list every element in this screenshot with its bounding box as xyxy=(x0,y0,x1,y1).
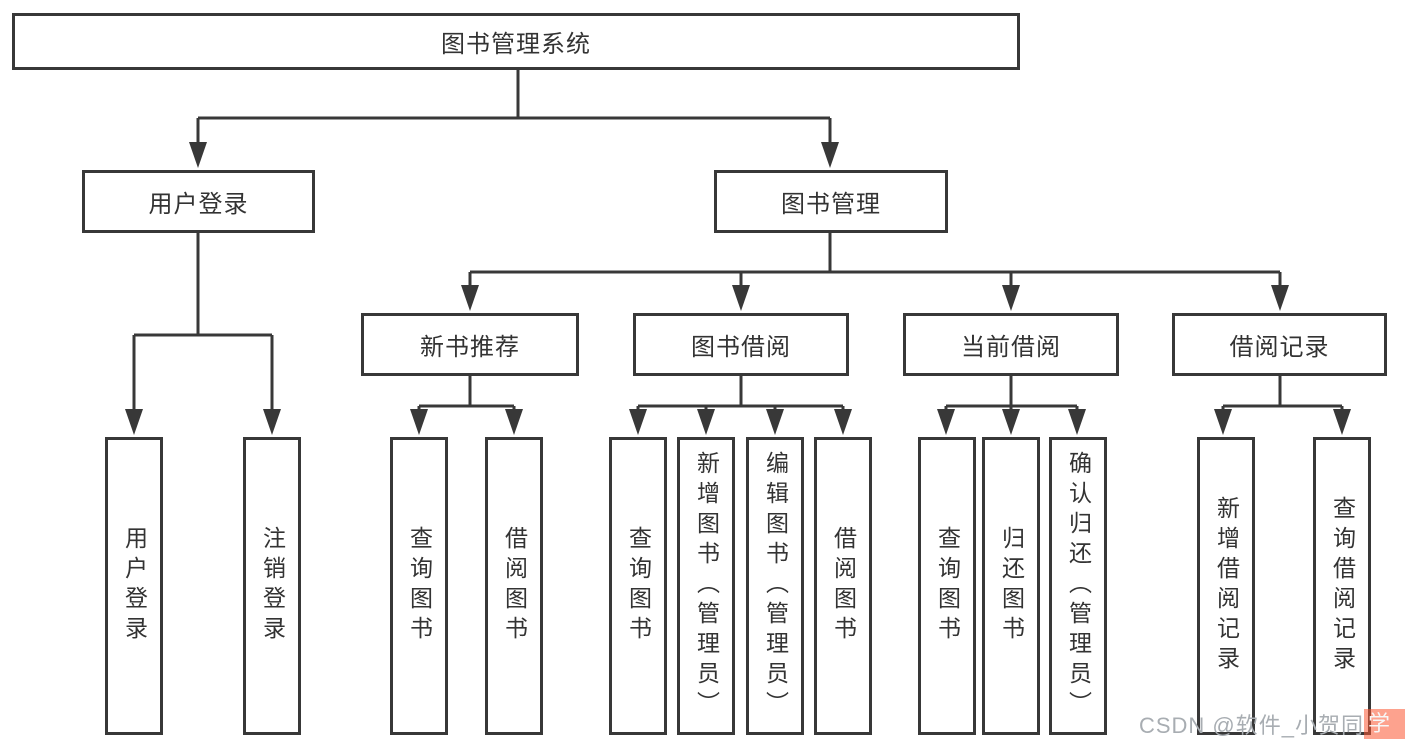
node-current-borrowing: 当前借阅 xyxy=(903,313,1119,376)
leaf-add-books-admin-label: 新增图书（管理员） xyxy=(693,451,720,721)
leaf-confirm-return-admin-label: 确认归还（管理员） xyxy=(1065,451,1092,721)
node-book-management: 图书管理 xyxy=(714,170,948,233)
leaf-query-borrow-record-label: 查询借阅记录 xyxy=(1329,496,1356,676)
leaf-borrowing-query-books-label: 查询图书 xyxy=(625,526,652,646)
node-borrow-records-label: 借阅记录 xyxy=(1229,334,1330,361)
leaf-edit-books-admin: 编辑图书（管理员） xyxy=(746,437,804,735)
leaf-confirm-return-admin: 确认归还（管理员） xyxy=(1049,437,1107,735)
leaf-add-books-admin: 新增图书（管理员） xyxy=(677,437,735,735)
leaf-borrowing-query-books: 查询图书 xyxy=(609,437,667,735)
csdn-watermark-text: CSDN @软件_小贺同 xyxy=(1138,713,1364,738)
node-current-borrowing-label: 当前借阅 xyxy=(961,334,1061,361)
leaf-logout-label: 注销登录 xyxy=(259,526,286,646)
leaf-current-query-books: 查询图书 xyxy=(918,437,976,735)
csdn-watermark: CSDN @软件_小贺同学 xyxy=(1139,709,1405,739)
leaf-borrow-books-label: 借阅图书 xyxy=(830,526,857,646)
leaf-add-borrow-record: 新增借阅记录 xyxy=(1197,437,1255,735)
leaf-return-books-label: 归还图书 xyxy=(998,526,1025,646)
leaf-recommend-borrow-books: 借阅图书 xyxy=(485,437,543,735)
node-root-library-system: 图书管理系统 xyxy=(12,13,1020,70)
node-user-login: 用户登录 xyxy=(82,170,315,233)
leaf-return-books: 归还图书 xyxy=(982,437,1040,735)
leaf-recommend-borrow-books-label: 借阅图书 xyxy=(501,526,528,646)
leaf-current-query-books-label: 查询图书 xyxy=(934,526,961,646)
leaf-add-borrow-record-label: 新增借阅记录 xyxy=(1213,496,1240,676)
node-book-management-label: 图书管理 xyxy=(781,191,881,218)
leaf-recommend-query-books: 查询图书 xyxy=(390,437,448,735)
leaf-recommend-query-books-label: 查询图书 xyxy=(406,526,433,646)
leaf-query-borrow-record: 查询借阅记录 xyxy=(1313,437,1371,735)
node-borrow-records: 借阅记录 xyxy=(1172,313,1387,376)
leaf-user-login-label: 用户登录 xyxy=(121,526,148,646)
node-new-book-recommend: 新书推荐 xyxy=(361,313,579,376)
node-new-book-recommend-label: 新书推荐 xyxy=(420,334,520,361)
leaf-logout: 注销登录 xyxy=(243,437,301,735)
leaf-user-login: 用户登录 xyxy=(105,437,163,735)
node-user-login-label: 用户登录 xyxy=(148,191,249,218)
node-root-label: 图书管理系统 xyxy=(441,31,591,58)
leaf-edit-books-admin-label: 编辑图书（管理员） xyxy=(762,451,789,721)
node-book-borrowing-label: 图书借阅 xyxy=(691,334,791,361)
leaf-borrow-books: 借阅图书 xyxy=(814,437,872,735)
node-book-borrowing: 图书借阅 xyxy=(633,313,849,376)
csdn-watermark-accent: 学 xyxy=(1363,709,1405,739)
